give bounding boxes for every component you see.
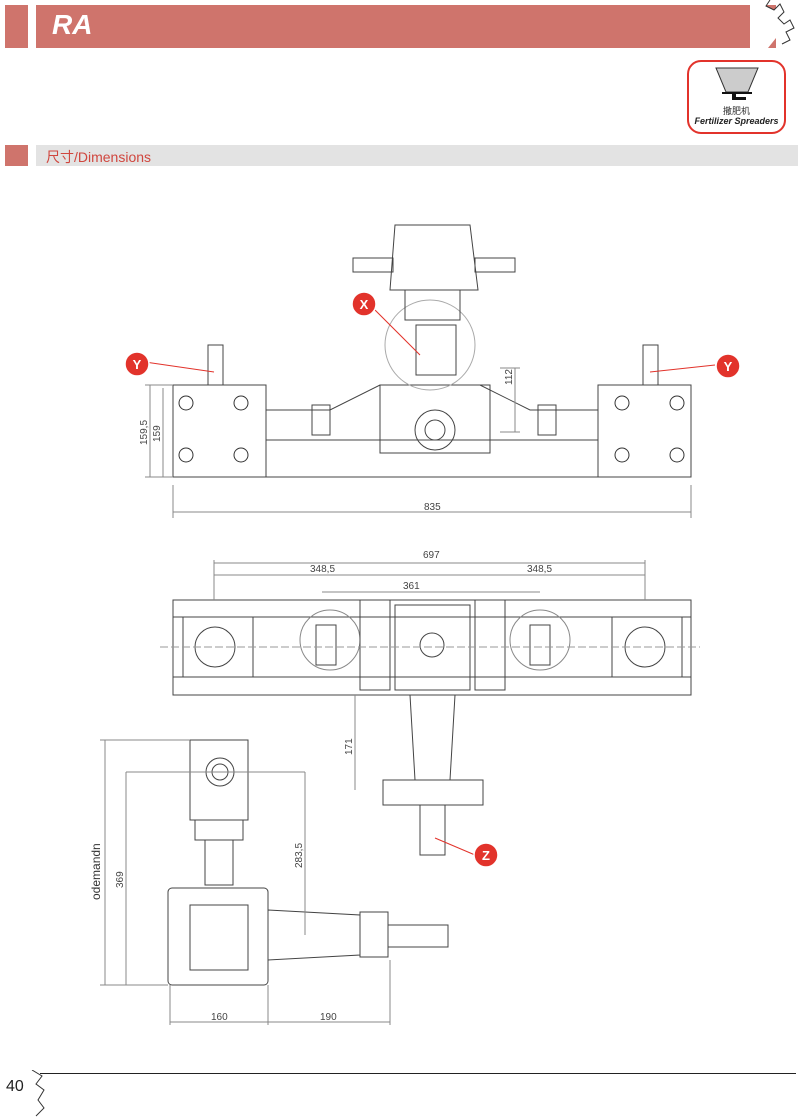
product-title: RA: [52, 9, 93, 40]
gear-icon: [31, 1070, 45, 1117]
section-title: 尺寸/Dimensions: [46, 149, 152, 165]
svg-text:X: X: [360, 297, 369, 312]
svg-text:Y: Y: [724, 359, 733, 374]
top-view: [160, 560, 700, 856]
dim-side-283-5: 283,5: [294, 843, 305, 868]
dim-front-width: 835: [424, 502, 441, 513]
callout-z: Z: [473, 842, 499, 868]
dim-side-369: 369: [115, 871, 126, 888]
page-number: 40: [6, 1078, 24, 1095]
callout-y-left: Y: [124, 351, 150, 377]
dim-top-shaft: 171: [344, 738, 355, 755]
badge-label-cn: 撒肥机: [722, 106, 750, 116]
header-accent-block: [5, 5, 28, 48]
category-badge: 撒肥机 Fertilizer Spreaders: [687, 60, 786, 134]
svg-text:Z: Z: [482, 848, 490, 863]
dim-top-total: 697: [423, 550, 440, 561]
fertilizer-spreader-icon: [715, 67, 759, 100]
dim-front-112: 112: [504, 369, 515, 385]
side-view: [100, 739, 449, 1025]
callout-x: X: [351, 291, 377, 317]
dim-front-159: 159: [152, 425, 163, 442]
dim-top-center: 361: [403, 581, 420, 592]
dim-top-left: 348,5: [310, 564, 335, 575]
header-bar: [36, 5, 776, 48]
badge-label-en: Fertilizer Spreaders: [694, 116, 779, 126]
dim-side-160: 160: [211, 1012, 228, 1023]
section-bar: [36, 145, 798, 166]
section-accent-block: [5, 145, 28, 166]
dim-side-total: odemandn: [89, 843, 103, 900]
gear-icon: [750, 0, 795, 48]
callout-y-right: Y: [715, 353, 741, 379]
svg-text:Y: Y: [133, 357, 142, 372]
dim-top-right: 348,5: [527, 564, 552, 575]
dim-side-190: 190: [320, 1012, 337, 1023]
dim-front-159-5: 159,5: [139, 420, 150, 445]
bolt-holes: [178, 395, 685, 463]
front-view: [145, 224, 692, 518]
footer-rule: [40, 1073, 796, 1074]
